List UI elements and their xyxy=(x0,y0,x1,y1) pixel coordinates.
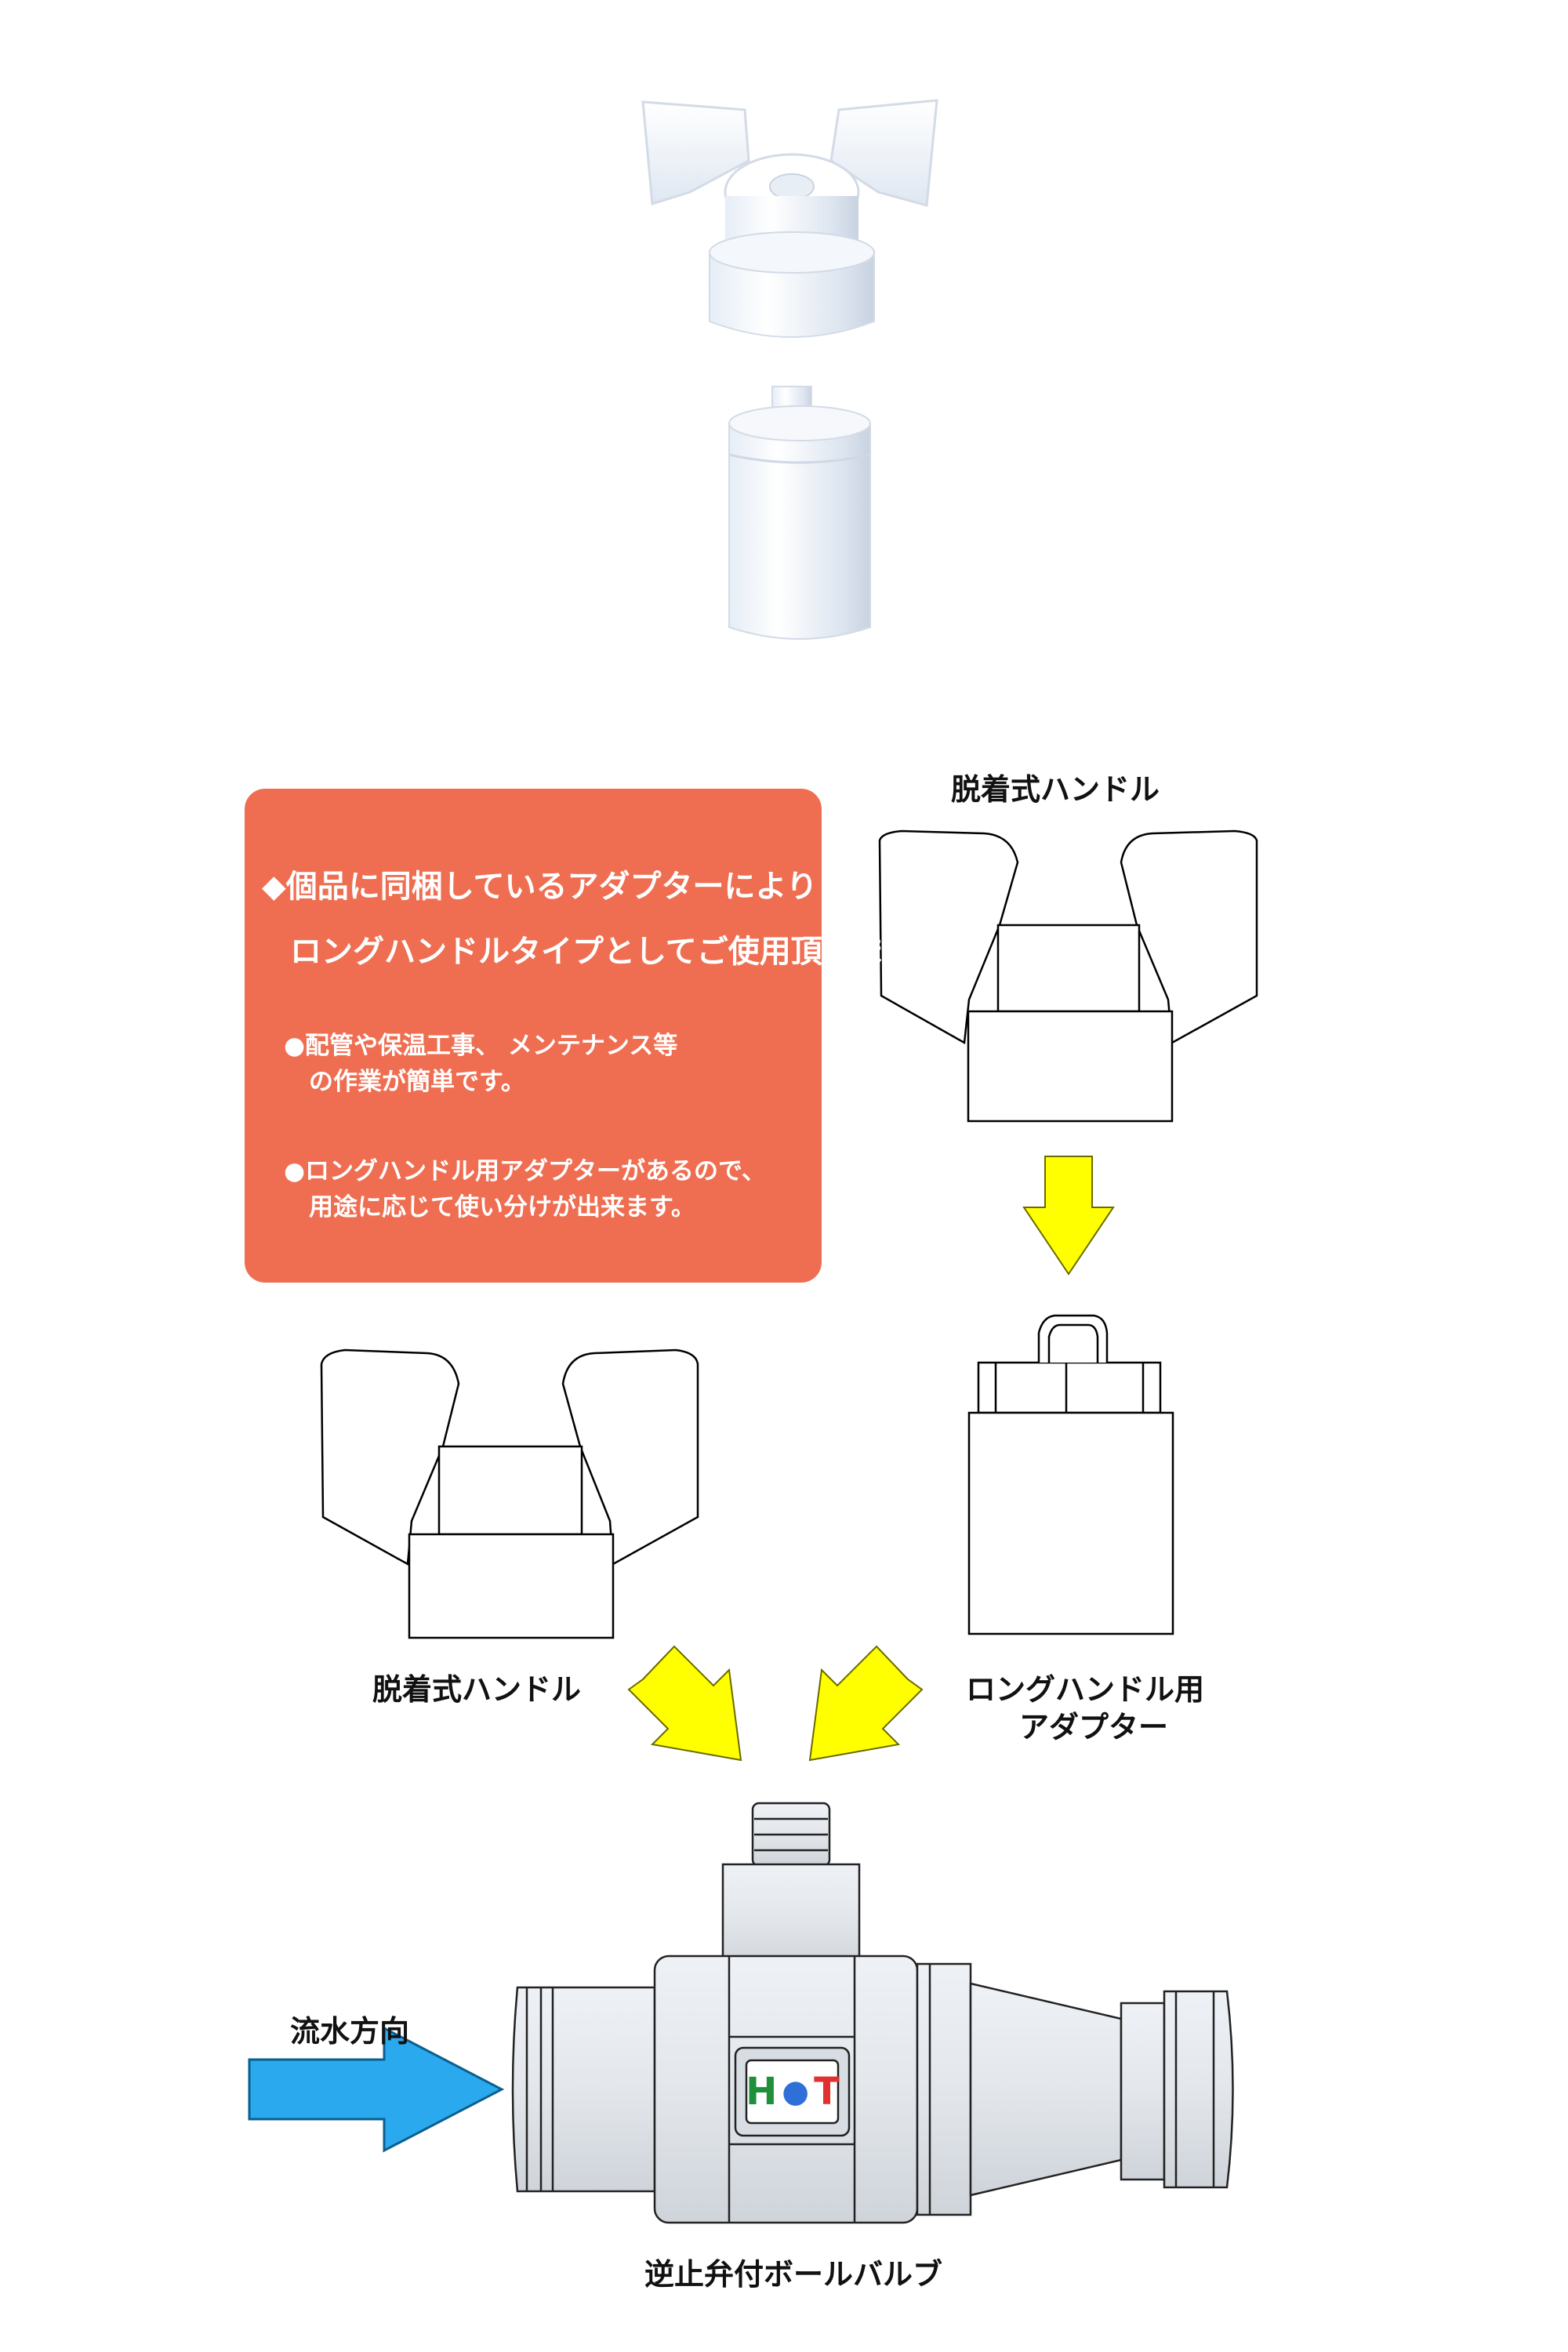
hot-logo: H ● T xyxy=(746,2067,840,2117)
panel-point2-line2: 用途に応じて使い分けが出来ます。 xyxy=(309,1193,695,1221)
label-adapter-line2: アダプター xyxy=(1019,1710,1169,1744)
handle-diagram-top xyxy=(878,829,1258,1123)
panel-heading-line2: ロングハンドルタイプとしてご使用頂けます。 xyxy=(290,934,945,970)
panel-point1-line2: の作業が簡単です。 xyxy=(309,1068,525,1096)
handle-diagram-left xyxy=(320,1348,699,1639)
label-adapter-line1: ロングハンドル用 xyxy=(966,1672,1205,1707)
label-ball-valve: 逆止弁付ボールバルブ xyxy=(644,2257,943,2292)
arrow-diagonal-left xyxy=(627,1645,742,1762)
adapter-diagram xyxy=(967,1314,1174,1635)
label-left-handle: 脱着式ハンドル xyxy=(372,1672,582,1707)
panel-point2-line1: ●ロングハンドル用アダプターがあるので、 xyxy=(284,1157,766,1185)
arrow-down-yellow xyxy=(1022,1156,1115,1276)
arrow-diagonal-right xyxy=(808,1645,924,1762)
panel-point1-line1: ●配管や保温工事、 メンテナンス等 xyxy=(284,1032,678,1060)
ball-valve xyxy=(511,1802,1234,2224)
logo-letter-h: H xyxy=(746,2070,778,2114)
label-flow-direction: 流水方向 xyxy=(290,2014,410,2049)
logo-letter-t: T xyxy=(814,2070,840,2114)
adapter-photo xyxy=(728,386,871,640)
label-top-handle: 脱着式ハンドル xyxy=(951,772,1160,807)
logo-drop-icon: ● xyxy=(782,2074,810,2110)
info-panel: ◆個品に同梱しているアダプターにより ロングハンドルタイプとしてご使用頂けます。… xyxy=(245,789,945,1283)
handle-photo xyxy=(641,99,938,338)
panel-heading-line1: ◆個品に同梱しているアダプターにより xyxy=(262,869,818,905)
flow-arrow xyxy=(248,2026,505,2153)
